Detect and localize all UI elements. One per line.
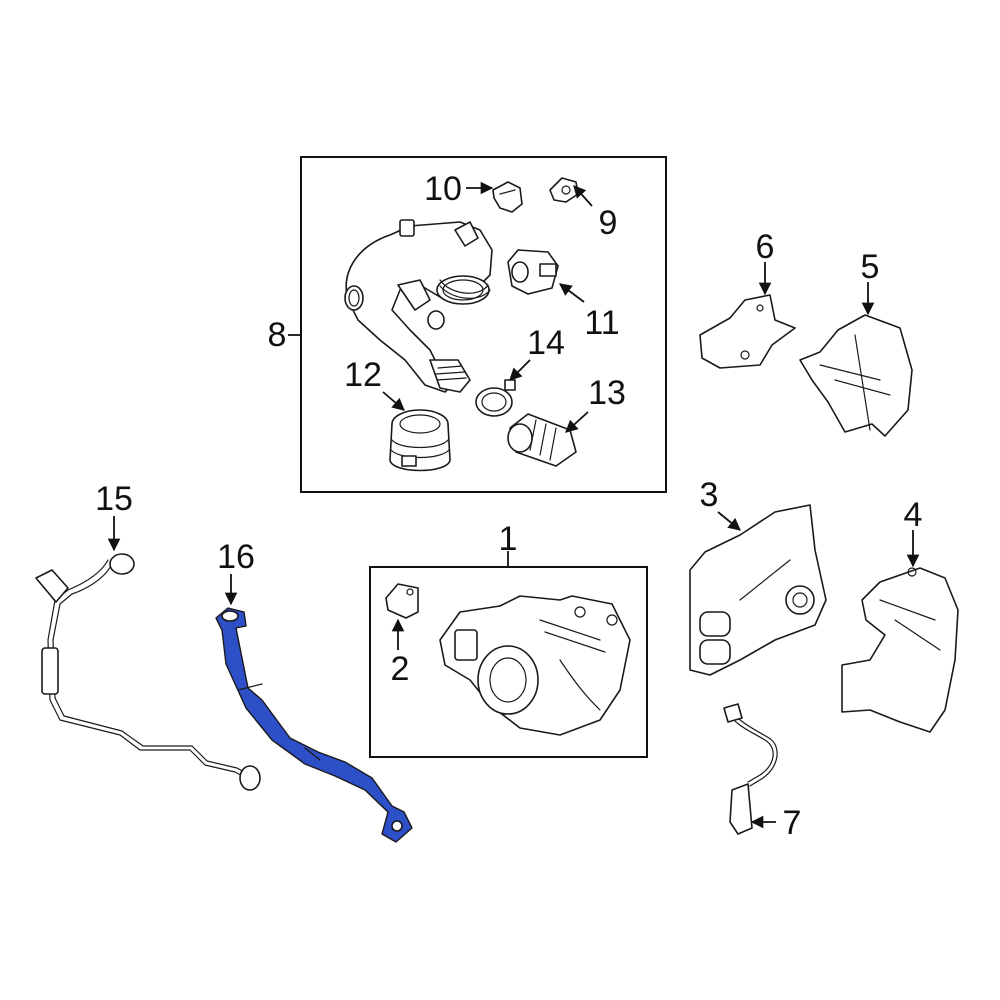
part-6-bracket[interactable] (699, 294, 796, 369)
part-7-sensor[interactable] (723, 703, 778, 835)
group-box-8 (300, 156, 667, 493)
part-5-heat-shield[interactable] (799, 314, 913, 437)
part-14-clamp[interactable] (475, 379, 516, 417)
intake-pipe[interactable] (344, 219, 493, 393)
part-2-bracket[interactable] (385, 583, 419, 619)
leader-lines (107, 181, 920, 829)
callout-7: 7 (783, 804, 802, 842)
callout-3: 3 (700, 476, 719, 514)
callout-1: 1 (499, 520, 518, 558)
callout-5: 5 (861, 248, 880, 286)
callout-14: 14 (527, 324, 565, 362)
part-3-shield[interactable] (689, 504, 827, 676)
callout-6: 6 (756, 228, 775, 266)
callout-4: 4 (904, 496, 923, 534)
part-4-heat-shield[interactable] (841, 567, 959, 733)
callout-2: 2 (391, 650, 410, 688)
part-9-sensor[interactable] (549, 177, 579, 203)
part-10-sensor[interactable] (492, 181, 523, 213)
callout-labels: 1 2 3 4 5 6 7 8 9 10 11 12 13 14 15 16 (95, 170, 922, 842)
callout-11: 11 (584, 304, 619, 342)
turbocharger[interactable] (439, 595, 631, 736)
callout-15: 15 (95, 480, 133, 518)
callout-8: 8 (268, 316, 287, 354)
callout-16: 16 (217, 538, 255, 576)
part-13-hose[interactable] (507, 413, 577, 467)
callout-13: 13 (588, 374, 626, 412)
part-15-line[interactable] (35, 553, 261, 791)
callout-10: 10 (424, 170, 462, 208)
part-11-valve[interactable] (507, 249, 559, 295)
callout-9: 9 (599, 204, 618, 242)
part-12-coupler[interactable] (389, 409, 451, 472)
callout-12: 12 (344, 356, 382, 394)
part-16-oil-return-pipe[interactable] (215, 607, 413, 843)
